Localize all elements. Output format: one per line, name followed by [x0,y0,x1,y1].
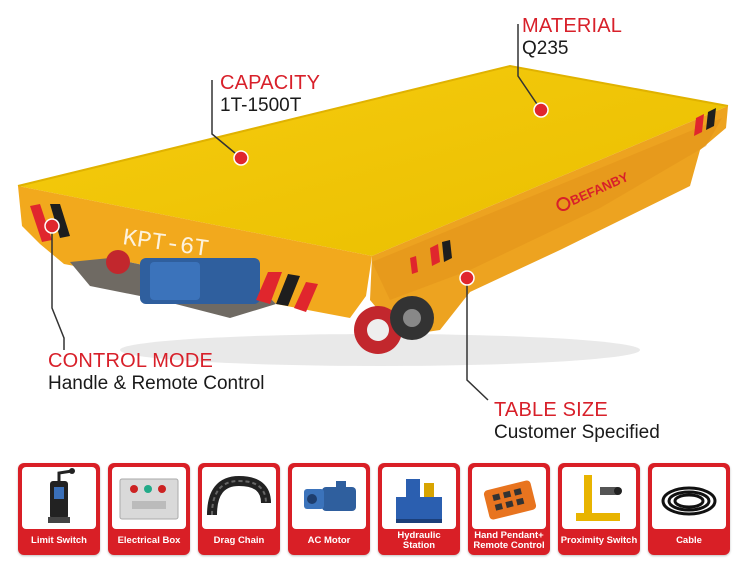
component-label: Hand Pendant+ Remote Control [473,530,545,551]
table-size-callout: TABLE SIZE Customer Specified [494,399,660,444]
component-label: Electrical Box [117,535,181,547]
cable-icon [652,467,726,529]
component-card-remote-control: Hand Pendant+ Remote Control [468,463,550,555]
table-size-value: Customer Specified [494,422,660,443]
components-strip: Limit Switch Electrical Box Drag Chain A… [18,463,730,558]
remote-control-icon [472,467,546,529]
material-callout: MATERIAL Q235 [522,15,622,60]
material-marker [533,102,549,118]
transfer-cart-image: KPT-6T BEFANBY [17,24,729,401]
component-label: Cable [676,535,702,547]
component-card-proximity-switch: Proximity Switch [558,463,640,555]
component-card-drag-chain: Drag Chain [198,463,280,555]
table-size-marker [459,270,475,286]
capacity-marker [233,150,249,166]
control-mode-value: Handle & Remote Control [48,373,265,394]
component-card-cable: Cable [648,463,730,555]
capacity-title: CAPACITY [220,72,321,94]
component-card-ac-motor: AC Motor [288,463,370,555]
component-label: Proximity Switch [560,535,638,547]
table-size-title: TABLE SIZE [494,399,608,421]
control-mode-callout: CONTROL MODE Handle & Remote Control [48,350,265,395]
proximity-switch-icon [562,467,636,529]
electrical-box-icon [112,467,186,529]
capacity-value: 1T-1500T [220,95,302,116]
capacity-callout: CAPACITY 1T-1500T [220,72,320,117]
material-value: Q235 [522,38,569,59]
component-card-electrical-box: Electrical Box [108,463,190,555]
limit-switch-icon [22,467,96,529]
component-card-hydraulic-station: Hydraulic Station [378,463,460,555]
hydraulic-station-icon [382,467,456,529]
material-title: MATERIAL [522,15,623,37]
control-mode-marker [44,218,60,234]
component-label: AC Motor [307,535,351,547]
component-label: Hydraulic Station [397,530,441,551]
component-label: Drag Chain [213,535,265,547]
ac-motor-icon [292,467,366,529]
component-label: Limit Switch [31,535,87,547]
component-card-limit-switch: Limit Switch [18,463,100,555]
drag-chain-icon [202,467,276,529]
control-mode-title: CONTROL MODE [48,350,213,372]
